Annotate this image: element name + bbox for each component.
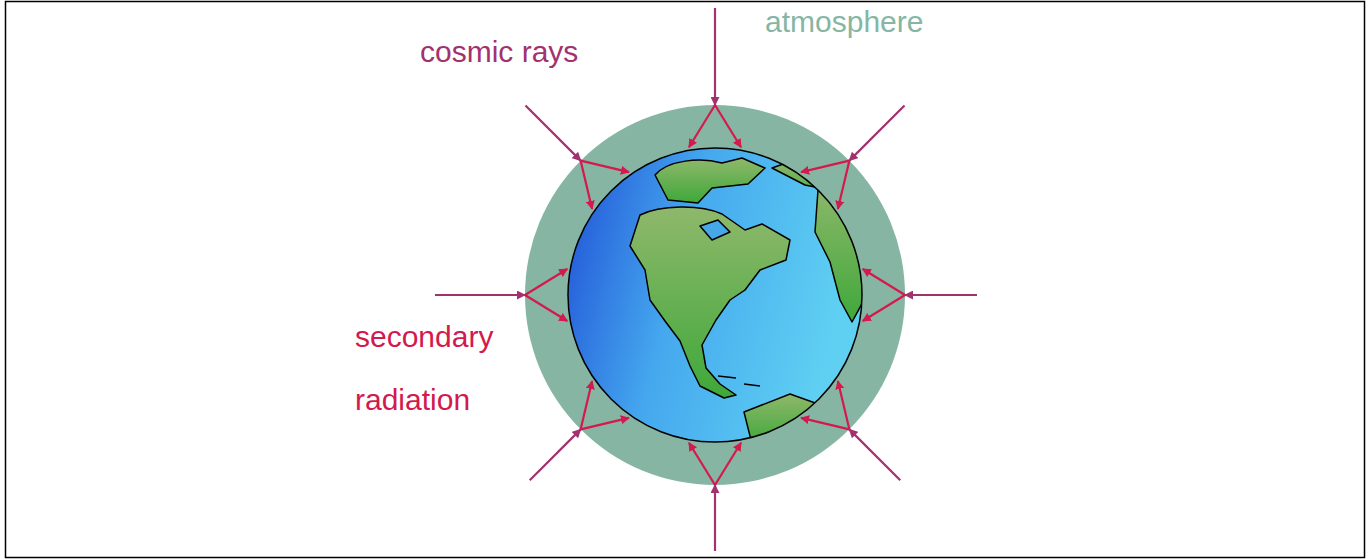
label-holder: atmosphere xyxy=(765,4,923,40)
secondary-ray xyxy=(863,269,905,295)
cosmic-ray-arrows xyxy=(435,8,977,551)
secondary-ray xyxy=(581,161,629,172)
frame xyxy=(6,2,1365,558)
cosmic-ray xyxy=(905,294,977,296)
secondary-ray xyxy=(525,295,567,321)
secondary-ray xyxy=(838,381,849,429)
cosmic-ray xyxy=(714,485,716,551)
label-holder: secondary radiation xyxy=(355,305,535,431)
secondary-ray xyxy=(863,295,905,321)
secondary-ray xyxy=(801,418,849,429)
secondary-ray xyxy=(581,381,592,429)
secondary-ray xyxy=(715,443,741,485)
secondary-ray xyxy=(838,161,849,209)
atmosphere-ring xyxy=(525,105,905,485)
cosmic-ray xyxy=(435,294,525,296)
cosmic-rays-label: cosmic rays xyxy=(420,34,578,70)
cosmic-ray xyxy=(525,105,580,160)
secondary-ray xyxy=(581,161,592,209)
secondary-ray xyxy=(689,105,715,147)
cosmic-ray xyxy=(530,429,581,480)
cosmic-ray xyxy=(849,105,904,160)
secondary-ray xyxy=(801,161,849,172)
secondary-ray xyxy=(525,269,567,295)
cosmic-ray xyxy=(849,429,900,480)
secondary-ray xyxy=(581,418,629,429)
cosmic-ray xyxy=(714,8,716,105)
secondary-ray xyxy=(689,443,715,485)
label-holder: cosmic rays xyxy=(420,34,578,70)
atmosphere-label: atmosphere xyxy=(765,4,923,40)
secondary-radiation-label: secondary radiation xyxy=(355,305,535,431)
secondary-ray xyxy=(715,105,741,147)
